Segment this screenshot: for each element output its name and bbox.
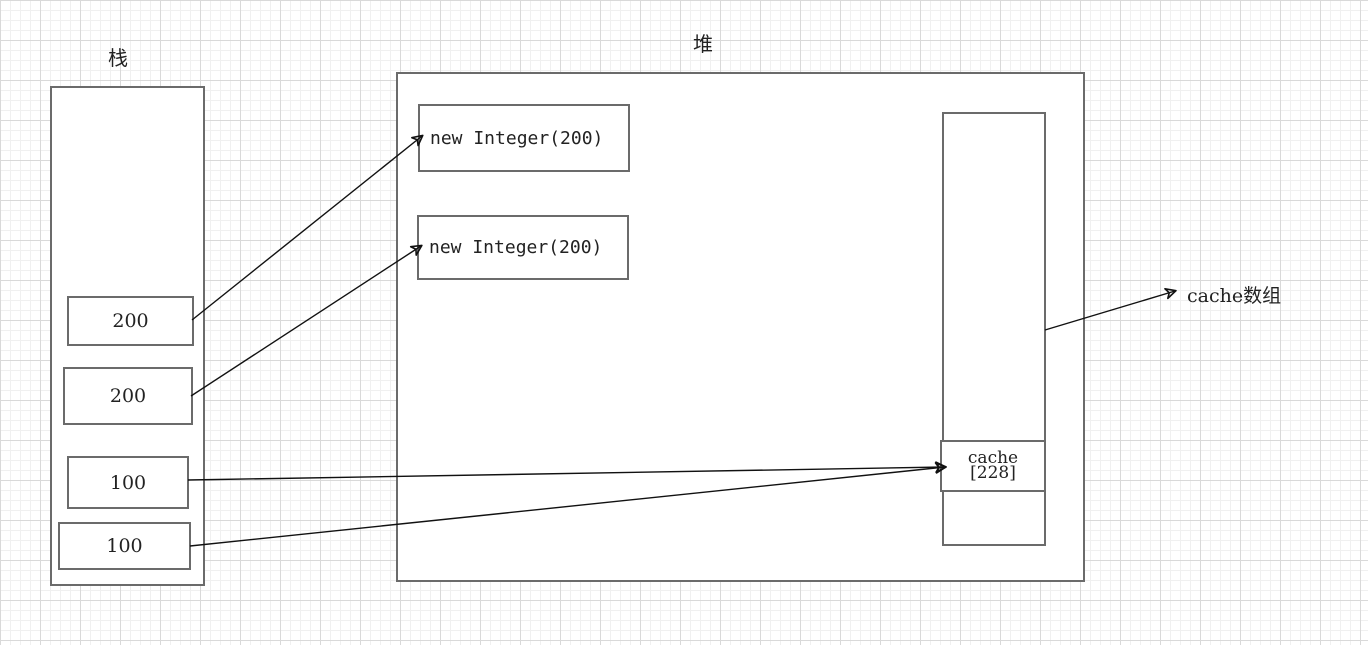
stack-cell-1: 200: [67, 296, 194, 346]
heap-title: 堆: [693, 32, 713, 56]
cache-cell-name: cache: [967, 448, 1019, 468]
stack-cell-2: 200: [63, 367, 193, 425]
stack-title: 栈: [108, 46, 128, 70]
heap-object-2: new Integer(200): [417, 215, 629, 280]
arrow-stack1-to-object1: [191, 134, 424, 321]
cache-array-label: cache数组: [1187, 285, 1282, 307]
cache-cell-228: cache [228]: [940, 440, 1046, 492]
stack-cell-3: 100: [67, 456, 189, 509]
stack-cell-4: 100: [58, 522, 191, 570]
heap-object-1: new Integer(200): [418, 104, 630, 172]
arrow-stack2-to-object2: [190, 244, 423, 397]
cache-cell-index: [228]: [970, 463, 1016, 483]
